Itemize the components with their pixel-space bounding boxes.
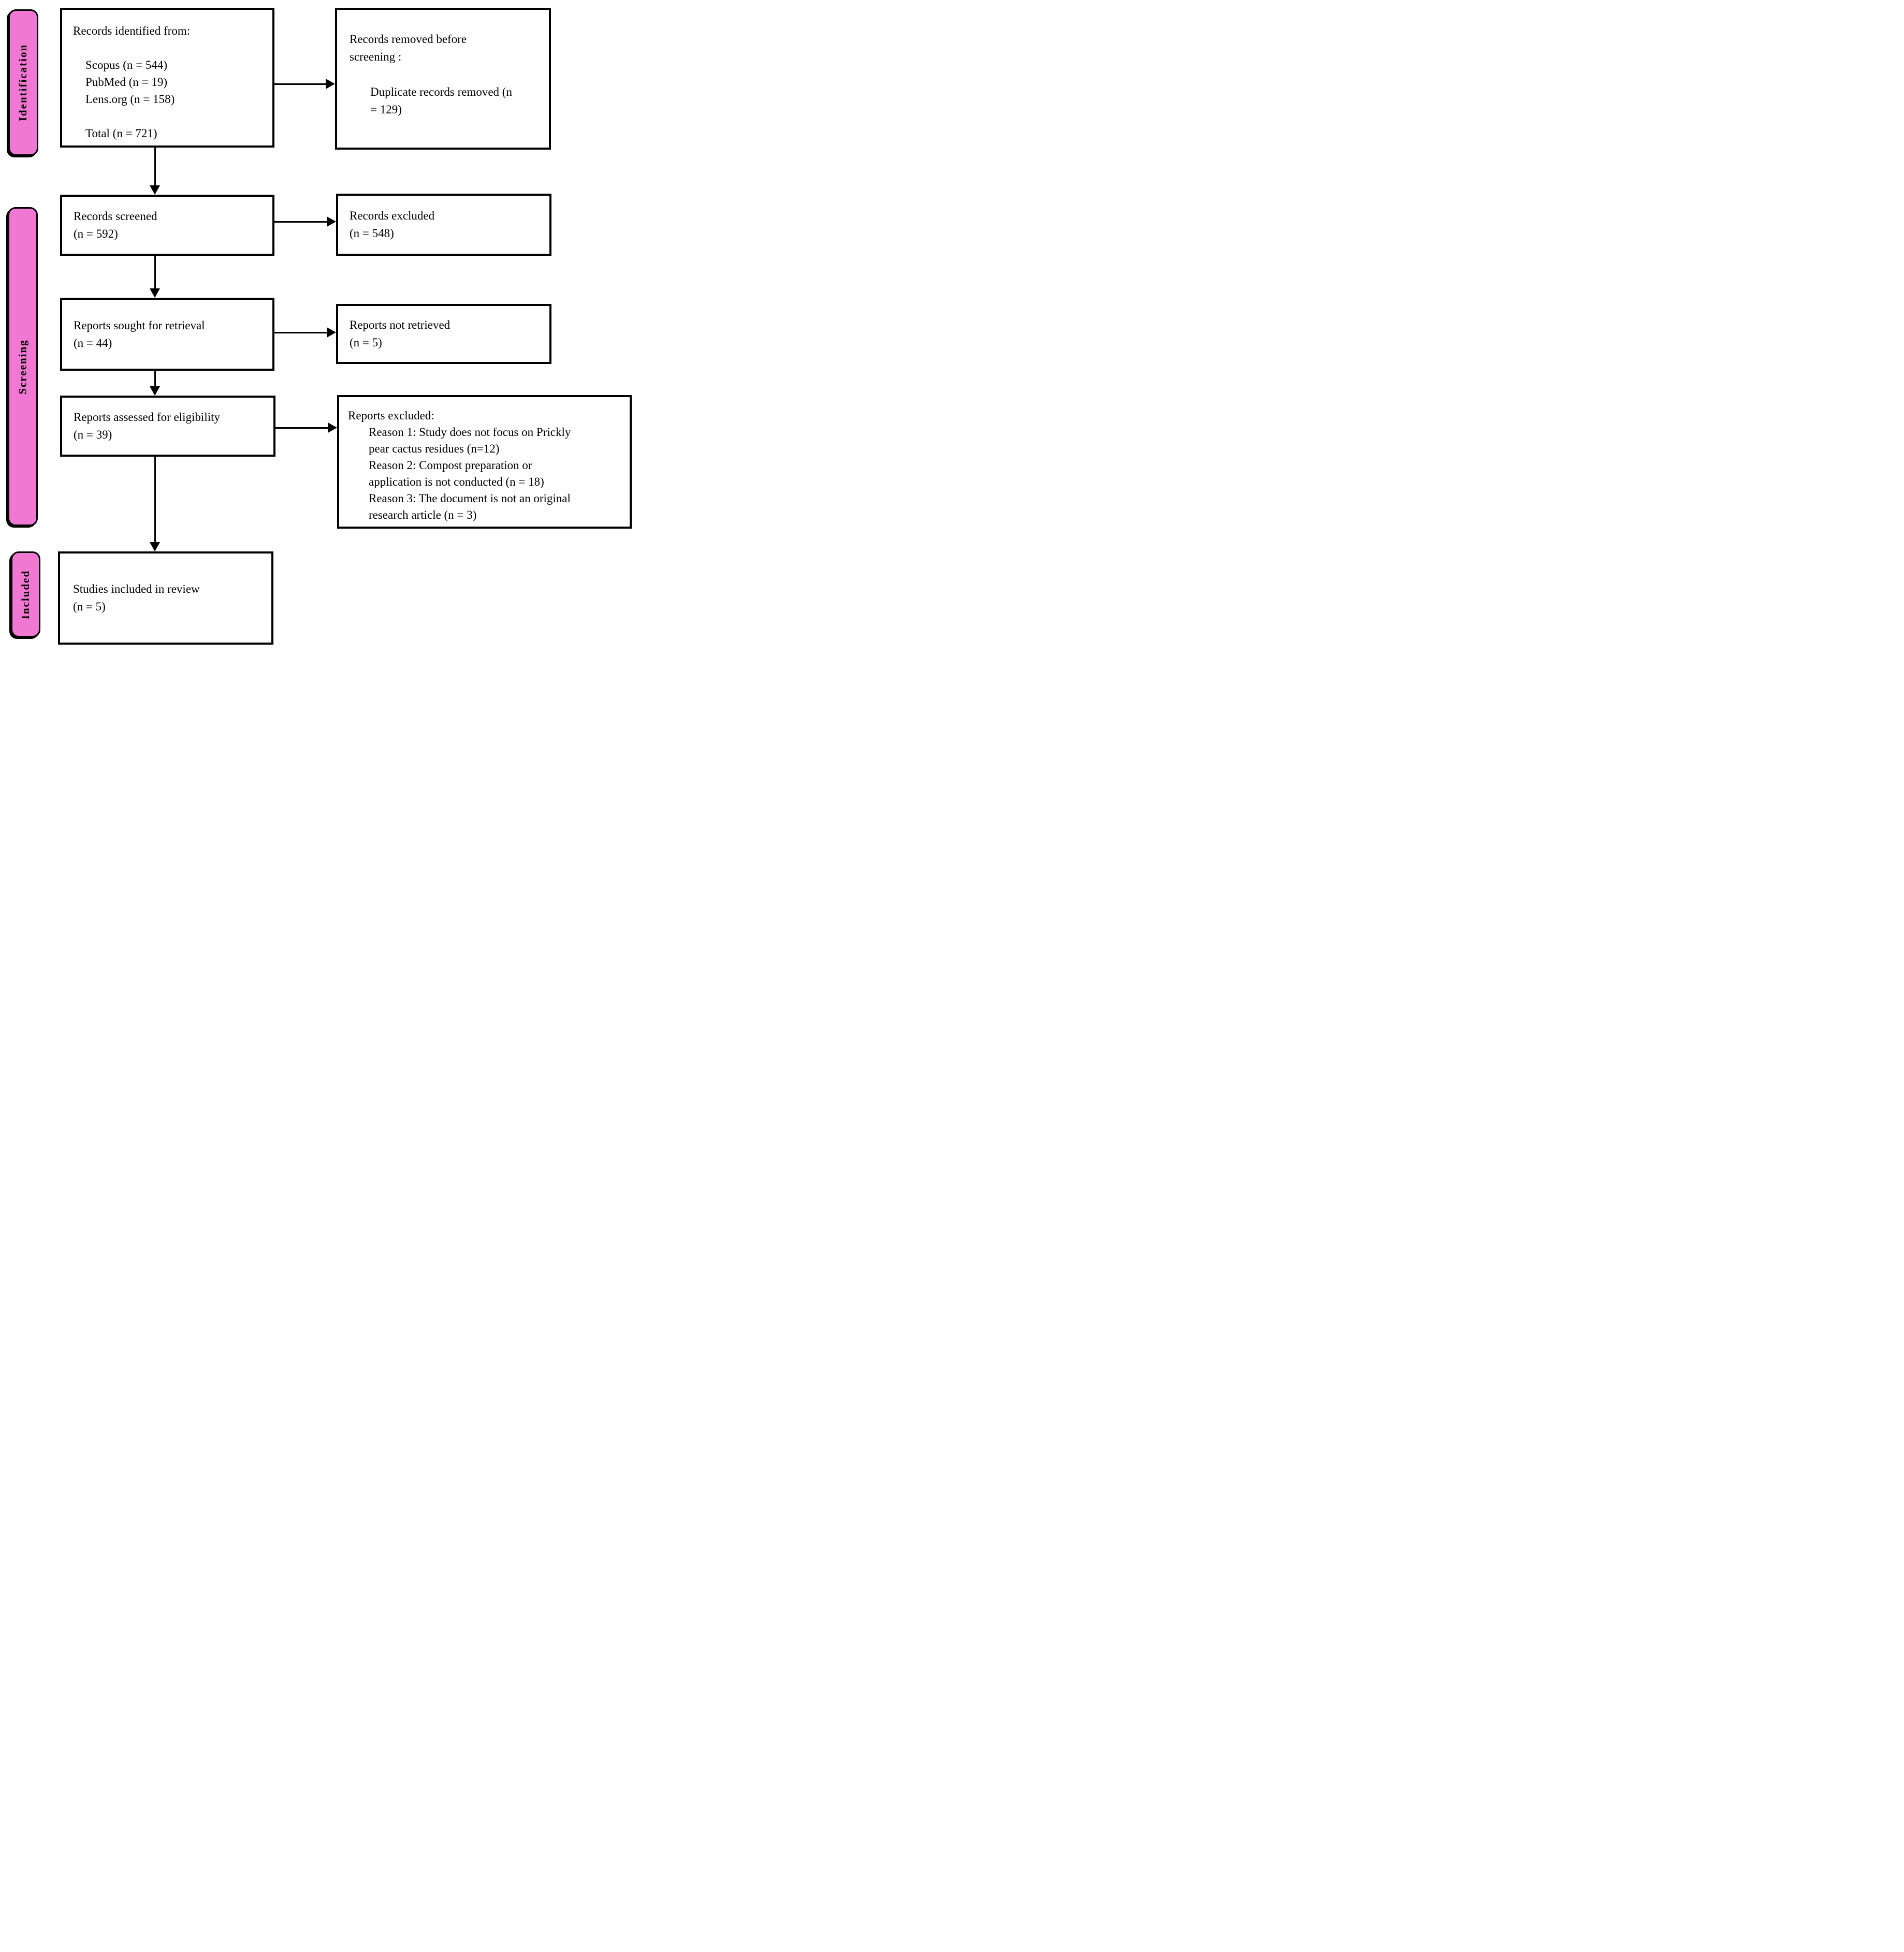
reason1-line1: Reason 1: Study does not focus on Prickl… (369, 426, 571, 439)
arrowhead-down-icon (150, 542, 160, 551)
reports-sought-count: (n = 44) (74, 336, 112, 349)
stage-bar-included: Included (11, 551, 40, 637)
stage-label-included: Included (19, 570, 32, 619)
stage-label-screening: Screening (16, 339, 29, 395)
box-reports-excluded: Reports excluded: Reason 1: Study does n… (337, 395, 632, 529)
arrowhead-right-icon (328, 423, 337, 433)
box-records-screened: Records screened (n = 592) (60, 195, 274, 256)
arrow-line (274, 221, 328, 223)
blank-line (73, 39, 268, 56)
records-excluded-count: (n = 548) (350, 227, 394, 240)
arrow-line (154, 370, 156, 388)
records-identified-title: Records identified from: (73, 24, 191, 37)
arrow-line (154, 256, 156, 290)
reports-assessed-label: Reports assessed for eligibility (74, 411, 220, 424)
blank-line (350, 66, 544, 83)
box-reports-not-retrieved: Reports not retrieved (n = 5) (336, 304, 551, 364)
arrow-sought-to-not-retrieved (274, 327, 336, 338)
arrow-line (275, 427, 329, 429)
blank-line (73, 108, 268, 125)
reason1-line2: pear cactus residues (n=12) (369, 442, 500, 455)
box-records-excluded: Records excluded (n = 548) (336, 194, 551, 256)
arrow-identified-to-screened (150, 148, 160, 195)
reports-assessed-count: (n = 39) (74, 428, 112, 441)
arrow-assessed-to-included (150, 457, 160, 551)
box-reports-sought: Reports sought for retrieval (n = 44) (60, 298, 274, 371)
arrowhead-down-icon (150, 386, 160, 396)
arrow-assessed-to-excluded (275, 423, 337, 433)
records-removed-title-line2: screening : (350, 50, 402, 63)
box-reports-assessed: Reports assessed for eligibility (n = 39… (60, 396, 275, 457)
reports-not-retrieved-count: (n = 5) (350, 336, 382, 349)
stage-label-identification: Identification (17, 43, 30, 122)
duplicates-removed-line2: = 129) (370, 103, 402, 116)
arrow-line (154, 457, 156, 544)
arrowhead-right-icon (326, 79, 335, 89)
studies-included-label: Studies included in review (73, 582, 200, 595)
source-pubmed: PubMed (n = 19) (85, 76, 167, 89)
arrow-sought-to-assessed (150, 370, 160, 396)
arrow-line (154, 148, 156, 187)
arrowhead-down-icon (150, 185, 160, 195)
arrow-identified-to-removed (274, 79, 335, 89)
records-screened-count: (n = 592) (74, 227, 118, 240)
prisma-flow-diagram: Identification Screening Included Record… (0, 0, 635, 651)
records-excluded-label: Records excluded (350, 209, 435, 222)
reports-sought-label: Reports sought for retrieval (74, 318, 205, 332)
stage-bar-identification: Identification (8, 9, 38, 156)
box-studies-included: Studies included in review (n = 5) (58, 551, 273, 645)
studies-included-count: (n = 5) (73, 600, 106, 613)
arrowhead-right-icon (327, 216, 336, 227)
records-identified-total: Total (n = 721) (85, 127, 157, 140)
arrowhead-right-icon (327, 327, 336, 338)
arrow-screened-to-excluded (274, 216, 336, 227)
duplicates-removed-line1: Duplicate records removed (n (370, 85, 512, 98)
reports-excluded-title: Reports excluded: (348, 409, 434, 422)
reason2-line2: application is not conducted (n = 18) (369, 475, 544, 488)
reason2-line1: Reason 2: Compost preparation or (369, 459, 532, 472)
stage-bar-screening: Screening (8, 207, 38, 526)
reason3-line1: Reason 3: The document is not an origina… (369, 492, 571, 505)
arrowhead-down-icon (150, 288, 160, 298)
source-lensorg: Lens.org (n = 158) (85, 93, 175, 106)
source-scopus: Scopus (n = 544) (85, 59, 167, 71)
box-records-identified: Records identified from: Scopus (n = 544… (60, 8, 274, 148)
arrow-line (274, 331, 328, 333)
records-removed-title-line1: Records removed before (350, 33, 467, 46)
reports-not-retrieved-label: Reports not retrieved (350, 318, 450, 331)
box-records-removed: Records removed before screening : Dupli… (335, 8, 551, 150)
reason3-line2: research article (n = 3) (369, 508, 477, 521)
arrow-screened-to-sought (150, 256, 160, 298)
arrow-line (274, 83, 327, 85)
records-screened-label: Records screened (74, 210, 157, 223)
